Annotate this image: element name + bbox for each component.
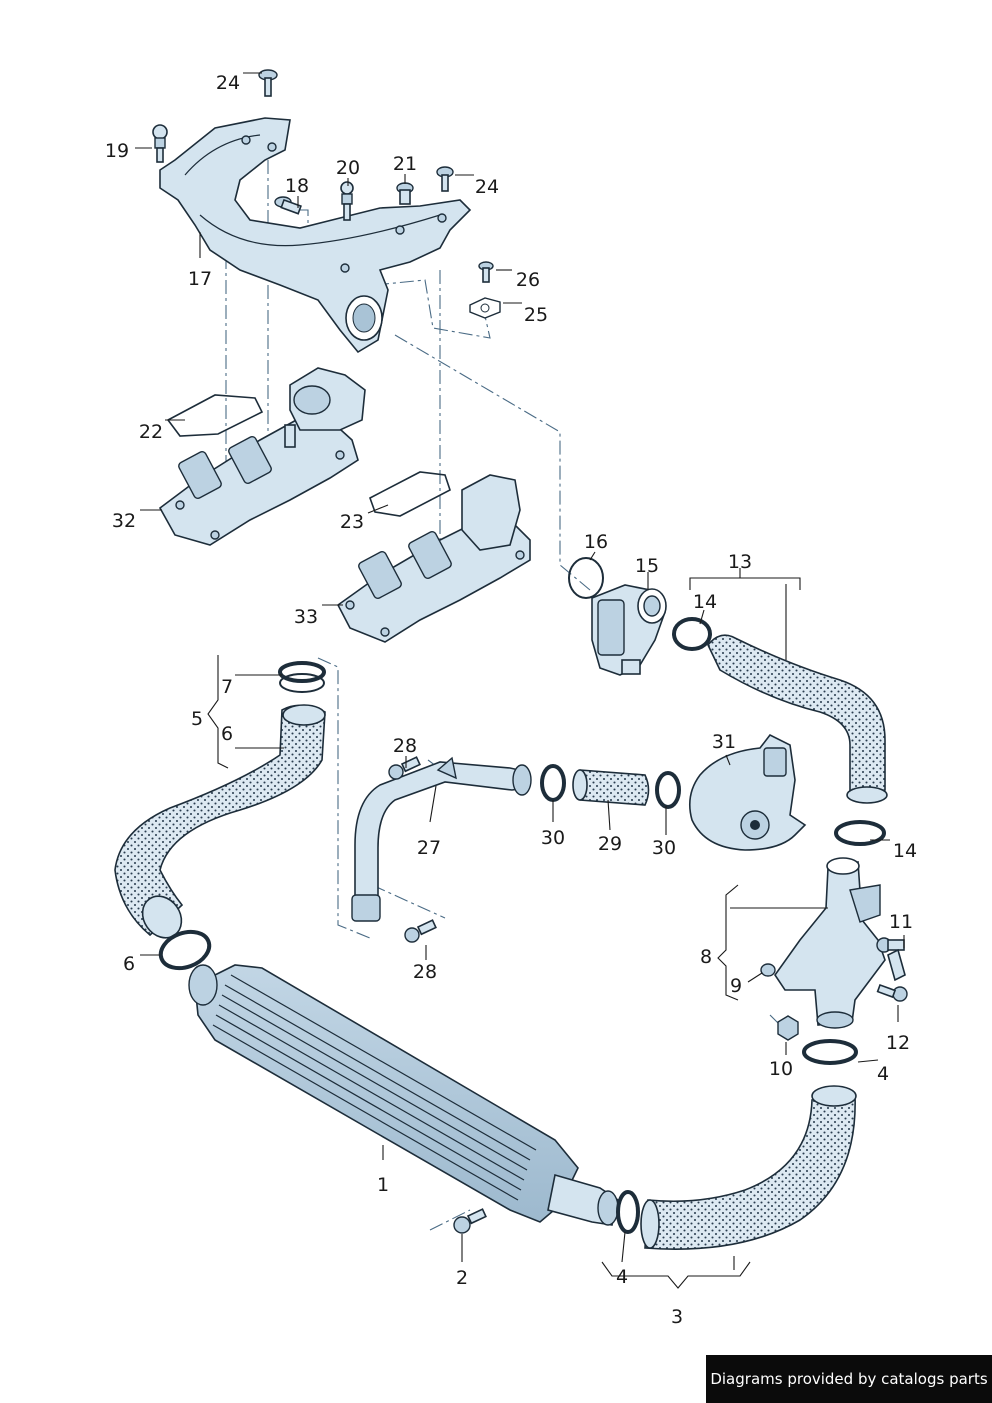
clamp-4-right [802,1039,858,1065]
clamp-6-bottom [158,929,212,971]
clamp-4-bottom [616,1190,640,1234]
clamp-14-top [672,617,712,651]
hose-13 [707,634,888,804]
callout-16: 16 [584,531,608,553]
callout-labels: 24 19 18 20 21 24 17 26 25 22 32 23 33 1… [105,72,917,1328]
gasket-25 [469,297,501,319]
callout-18: 18 [285,175,309,197]
callout-31: 31 [712,731,736,753]
clamp-30-left [540,764,566,802]
bolt-24-right [436,166,454,192]
callout-25: 25 [524,304,548,326]
bolt-26 [478,261,494,283]
sensor-11 [876,937,906,982]
callout-9: 9 [730,975,742,997]
callout-11: 11 [889,911,913,933]
callout-30-right: 30 [652,837,676,859]
o-ring-16 [568,557,604,599]
intercooler-1 [188,964,619,1226]
callout-23: 23 [340,511,364,533]
lower-manifold-33 [336,474,531,643]
callout-6-top: 6 [221,723,233,745]
callout-14-right: 14 [893,840,917,862]
callout-24-right: 24 [475,176,499,198]
clamp-7 [278,661,326,693]
hose-3 [640,1085,857,1250]
callout-4-bottom: 4 [616,1266,628,1288]
callout-28-bottom: 28 [413,961,437,983]
stud-20 [340,181,354,221]
callout-24-top: 24 [216,72,240,94]
callout-13: 13 [728,551,752,573]
catalog-credit-banner: Diagrams provided by catalogs parts [706,1355,992,1403]
clamp-30-right [655,771,681,809]
lower-manifold-32 [158,367,366,546]
leader-lines [135,72,905,1289]
plug-21 [396,182,414,205]
hose-29 [572,769,650,806]
callout-30-left: 30 [541,827,565,849]
callout-10: 10 [769,1058,793,1080]
callout-6-bottom: 6 [123,953,135,975]
callout-17: 17 [188,268,212,290]
callout-21: 21 [393,153,417,175]
gasket-23 [369,471,451,517]
bolt-28-bottom [404,919,437,943]
callout-8: 8 [700,946,712,968]
callout-29: 29 [598,833,622,855]
callout-1: 1 [377,1174,389,1196]
callout-3: 3 [671,1306,683,1328]
callout-28-top: 28 [393,735,417,757]
bolt-18 [274,196,302,215]
bolt-2 [453,1208,487,1234]
callout-12: 12 [886,1032,910,1054]
throttle-body-15 [591,584,667,676]
callout-14-top: 14 [693,591,717,613]
gasket-22 [166,394,264,437]
callout-33: 33 [294,606,318,628]
nut-9 [760,963,776,977]
hose-6 [114,704,326,939]
clamp-14-right [834,820,886,846]
bolt-12 [876,983,908,1002]
callout-19: 19 [105,140,129,162]
pipe-27 [351,756,532,922]
callout-7: 7 [221,676,233,698]
bolt-24-top [258,69,278,97]
catalog-credit-text: Diagrams provided by catalogs parts [710,1370,988,1388]
actuator-31 [689,733,807,851]
connector-8 [774,857,886,1029]
intake-manifold [159,117,472,354]
callout-4-right: 4 [877,1063,889,1085]
callout-26: 26 [516,269,540,291]
callout-5: 5 [191,708,203,730]
callout-27: 27 [417,837,441,859]
callout-2: 2 [456,1267,468,1289]
ball-stud-19 [152,124,168,163]
callout-15: 15 [635,555,659,577]
nut-10 [777,1015,799,1041]
callout-32: 32 [112,510,136,532]
callout-20: 20 [336,157,360,179]
callout-22: 22 [139,421,163,443]
